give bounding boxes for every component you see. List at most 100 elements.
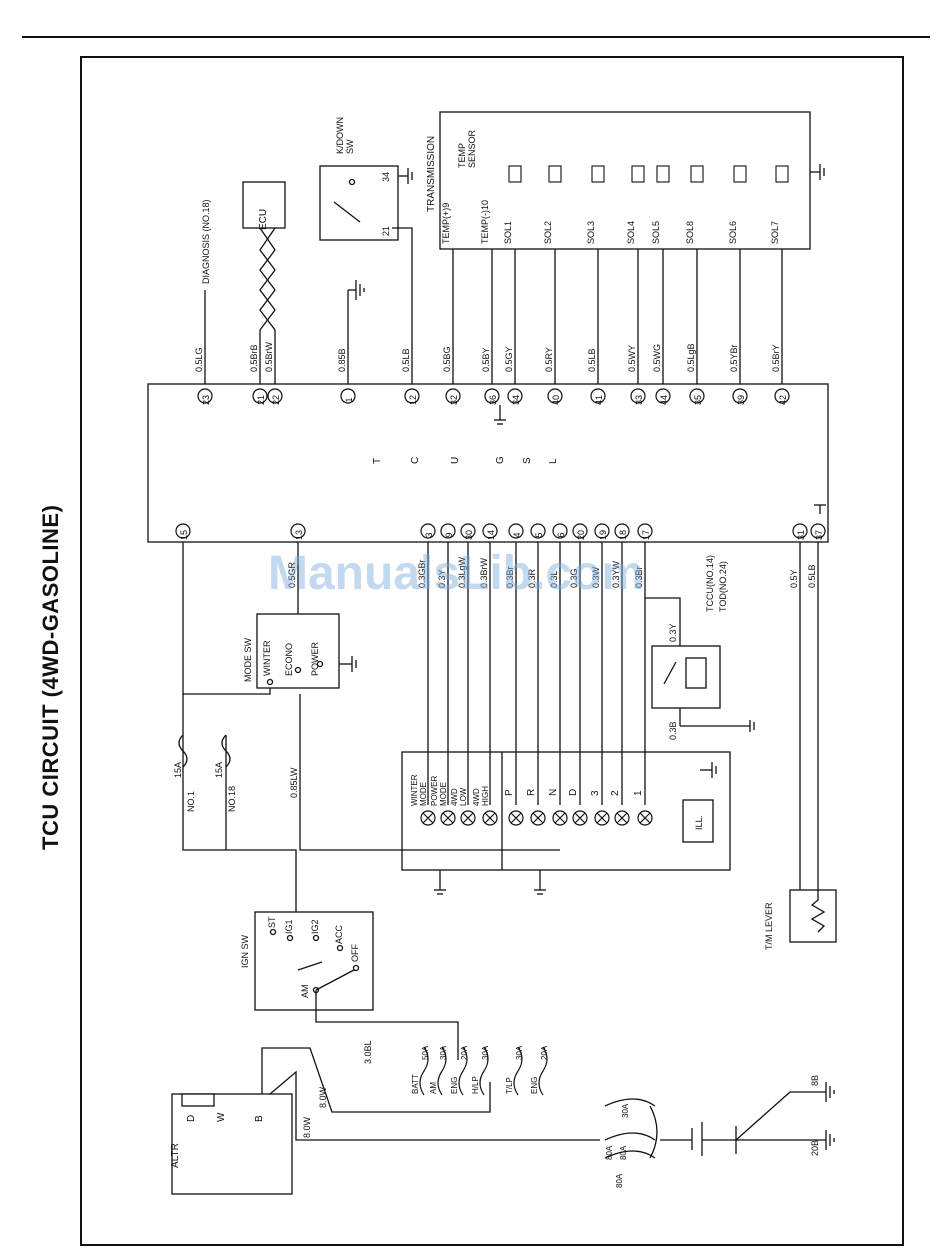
ground-symbol xyxy=(348,280,365,300)
tcu-pin-label-36: 36 xyxy=(488,395,498,405)
wire-label-0.5LB: 0.5LB xyxy=(587,348,597,372)
fuse-no18-amp: 15A xyxy=(214,762,224,778)
gear-indicator-1: 1 xyxy=(633,790,644,796)
wire-label-0.3W: 0.3W xyxy=(591,566,601,588)
wire-label-0.3L: 0.3L xyxy=(549,570,559,588)
tcu-pin-label-34: 34 xyxy=(511,395,521,405)
tcu-letter-t: T xyxy=(372,458,383,464)
ground-symbol xyxy=(339,656,357,672)
altr-box xyxy=(171,1093,293,1195)
tcu-pin-label-15: 15 xyxy=(179,530,189,540)
fusible-name: AM xyxy=(429,1082,438,1094)
transmission-pin-5: SOL4 xyxy=(626,221,636,244)
fusible-link xyxy=(538,1046,548,1096)
tcu-pin-label-42: 42 xyxy=(778,395,788,405)
transmission-pin-7: SOL8 xyxy=(685,221,695,244)
gear-indicator-P: P xyxy=(504,789,515,796)
wire-label-0.3G: 0.3G xyxy=(569,568,579,588)
gear-indicator-N: N xyxy=(548,789,559,796)
mode-switch-pos-winter: WINTER xyxy=(262,640,272,676)
tcu-pin-41 xyxy=(590,388,606,404)
tcu-pin-35 xyxy=(689,388,705,404)
tcu-pin-39 xyxy=(732,388,748,404)
wire-label-0.3Br: 0.3Br xyxy=(634,566,644,588)
wire-label-0.5LG: 0.5LG xyxy=(194,347,204,372)
tcu-pin-label-9: 9 xyxy=(444,532,454,537)
fusible-amp: 30A xyxy=(481,1045,490,1060)
tcu-pin-22 xyxy=(267,388,283,404)
tcu-pin-label-21: 21 xyxy=(256,395,266,405)
solenoid-coil xyxy=(548,165,562,183)
ground-symbol xyxy=(398,168,413,184)
indicator-label-1: POWERMODE xyxy=(430,776,448,806)
indicator-cluster-box xyxy=(401,751,731,871)
fusible-name: ENG xyxy=(450,1077,459,1094)
tccu-wire-top: 0.3Y xyxy=(668,623,678,642)
tcu-pin-label-4: 4 xyxy=(512,532,522,537)
tcu-pin-label-44: 44 xyxy=(659,395,669,405)
tcu-pin-12 xyxy=(404,388,420,404)
gear-indicator-2: 2 xyxy=(610,790,621,796)
tcu-pin-label-41: 41 xyxy=(594,395,604,405)
indicator-lamp-cross xyxy=(442,812,454,824)
wire-label-0.5BrW: 0.5BrW xyxy=(264,341,274,372)
tcu-letter-g: G xyxy=(495,456,506,464)
wire-label-0.5YBr: 0.5YBr xyxy=(729,344,739,372)
main-fuse-amp: 80A xyxy=(619,1145,628,1160)
wire-label-0.5BY: 0.5BY xyxy=(481,347,491,372)
fusible-amp: 30A xyxy=(515,1045,524,1060)
tcu-pin-21 xyxy=(252,388,268,404)
wire-label-0.5LgB: 0.5LgB xyxy=(686,343,696,372)
transmission-pin-3: SOL2 xyxy=(543,221,553,244)
fusible-link xyxy=(513,1046,523,1096)
indicator-lamp-cross xyxy=(484,812,496,824)
tcu-pin-label-5: 5 xyxy=(534,532,544,537)
solenoid-coil xyxy=(775,165,789,183)
ign-pos-ig1: IG1 xyxy=(284,919,294,934)
tcu-pin-label-18: 18 xyxy=(618,530,628,540)
wire-label-80w-a: 8.0W xyxy=(318,1086,328,1108)
wire-label-0.3BrW: 0.3BrW xyxy=(479,557,489,588)
fusible-amp: 20A xyxy=(460,1045,469,1060)
indicator-label-3: 4WDHIGH xyxy=(472,786,490,806)
indicator-lamp-cross xyxy=(422,812,434,824)
transmission-pin-4: SOL3 xyxy=(586,221,596,244)
tcu-pin-15 xyxy=(175,523,191,539)
gear-indicator-R: R xyxy=(526,789,537,796)
diagnosis-label: DIAGNOSIS (NO.18) xyxy=(201,199,211,284)
solenoid-coil xyxy=(508,165,522,183)
wire-label-0.5WG: 0.5WG xyxy=(652,344,662,372)
indicator-label-2: 4WDLOW xyxy=(450,787,468,806)
wire-label-0.3R: 0.3R xyxy=(527,568,537,588)
tcu-pin-30 xyxy=(460,523,476,539)
transmission-pin-8: SOL6 xyxy=(728,221,738,244)
tcu-pin-6 xyxy=(552,523,568,539)
solenoid-coil xyxy=(656,165,670,183)
wire-label-0.3LgW: 0.3LgW xyxy=(457,556,467,588)
tcu-pin-label-35: 35 xyxy=(693,395,703,405)
wire-label-0.5LB: 0.5LB xyxy=(401,348,411,372)
solenoid-coil xyxy=(631,165,645,183)
wire-label-0.5BrB: 0.5BrB xyxy=(249,344,259,372)
transmission-pin-6: SOL5 xyxy=(651,221,661,244)
ign-switch-label: IGN SW xyxy=(240,934,250,968)
tm-resistor xyxy=(810,890,826,933)
solenoid-coil xyxy=(733,165,747,183)
tcu-pin-label-31: 31 xyxy=(796,530,806,540)
fusible-link xyxy=(458,1046,468,1096)
tcu-pin-label-33: 33 xyxy=(634,395,644,405)
wire-label-0.85B: 0.85B xyxy=(337,348,347,372)
gear-lamp-cross xyxy=(596,812,608,824)
tcu-pin-label-13: 13 xyxy=(294,530,304,540)
tccu-label: TCCU(NO.14) xyxy=(705,555,715,612)
tcu-pin-label-3: 3 xyxy=(424,532,434,537)
altr-label: ALTR xyxy=(170,1143,181,1168)
ill-label: ILL. xyxy=(694,815,704,830)
wire-label-0.3Y: 0.3Y xyxy=(437,569,447,588)
tcu-pin-label-39: 39 xyxy=(736,395,746,405)
top-rule xyxy=(22,36,930,38)
gear-lamp-cross xyxy=(616,812,628,824)
fusible-name: BATT xyxy=(411,1074,420,1094)
tcu-pin-34 xyxy=(507,388,523,404)
tccu-wire-bottom: 0.3B xyxy=(668,721,678,740)
